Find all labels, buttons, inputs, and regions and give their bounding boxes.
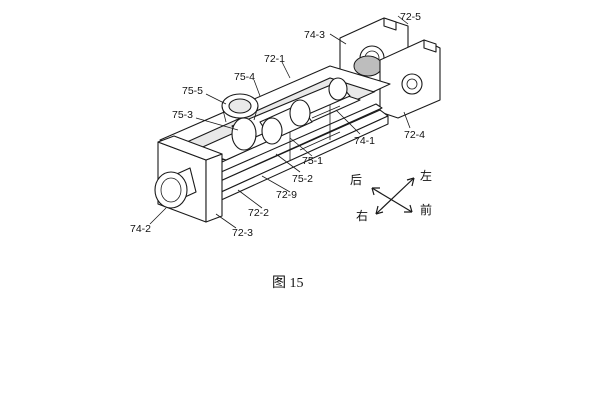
direction-indicator: 后 左 右 前 [350,168,432,223]
label-72-4: 72-4 [404,129,425,141]
direction-arrow-diagonal-b [375,177,415,215]
label-72-9: 72-9 [276,189,297,201]
leader-lines [149,15,411,229]
ring-clamp [221,93,259,123]
cylinder-assembly [231,77,351,151]
direction-back: 后 [350,173,362,187]
rear-bracket [339,17,441,119]
direction-left: 左 [420,168,432,183]
label-75-5: 75-5 [182,85,203,97]
figure-caption: 图 15 [272,276,304,291]
label-74-2: 74-2 [130,223,151,235]
part-labels: 72-5 74-3 72-1 75-4 75-5 75-3 74-1 72-4 … [130,11,425,239]
direction-right: 右 [356,208,368,223]
label-75-2: 75-2 [292,173,313,185]
label-72-1: 72-1 [264,53,285,65]
label-74-1: 74-1 [354,135,375,147]
front-end-plate [154,135,223,223]
label-75-4: 75-4 [234,71,255,83]
label-75-3: 75-3 [172,109,193,121]
direction-arrow-diagonal-a [371,187,413,213]
label-72-5: 72-5 [400,11,421,23]
label-75-1: 75-1 [302,155,323,167]
label-72-2: 72-2 [248,207,269,219]
direction-front: 前 [420,202,432,217]
label-72-3: 72-3 [232,227,253,239]
label-74-3: 74-3 [304,29,325,41]
